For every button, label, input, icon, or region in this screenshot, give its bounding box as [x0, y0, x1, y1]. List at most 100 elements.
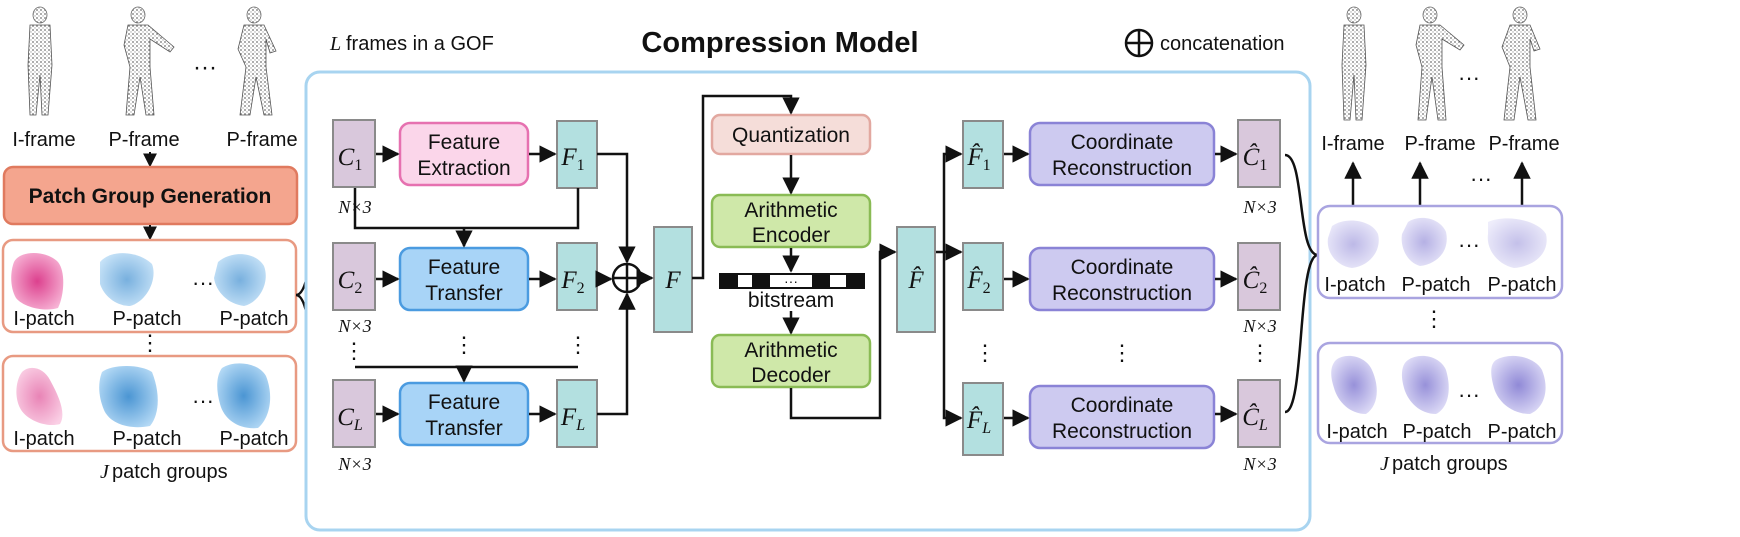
coord-recon-label-line2: Reconstruction — [1052, 282, 1192, 305]
patch-label: P-patch — [1488, 274, 1557, 296]
feature-transfer-box-L — [398, 381, 530, 447]
gof-label-var: L — [329, 33, 341, 55]
split-feature-label: F̂1 — [966, 143, 990, 174]
concat-operator-icon — [611, 262, 643, 294]
patch-label: I-patch — [1326, 421, 1387, 443]
feature-label: F2 — [560, 267, 584, 297]
bitstream-bar-icon — [719, 273, 865, 289]
patch-label: P-patch — [1488, 421, 1557, 443]
human-figure-icon — [1341, 6, 1367, 121]
output-coords-label: Ĉ1 — [1243, 143, 1268, 174]
patch-group-generation-label: Patch Group Generation — [29, 185, 272, 208]
feature-transfer-label-line1: Feature — [428, 256, 500, 279]
right-human-figures — [1341, 6, 1541, 121]
feature-box-1 — [556, 120, 598, 189]
arithmetic-decoder-label-line2: Decoder — [751, 364, 830, 387]
split-feature-box-L — [962, 382, 1004, 456]
concat-legend-icon — [1124, 28, 1154, 58]
feature-extraction-label-line2: Extraction — [417, 157, 510, 180]
shape-label: N×3 — [1242, 454, 1276, 474]
patch-group-generation-box — [2, 165, 299, 226]
feature-box-L — [556, 379, 598, 448]
left-caption: patch groups — [112, 461, 228, 483]
left-groups-vdots: ⋮ — [139, 330, 161, 355]
coord-recon-label-line1: Coordinate — [1071, 394, 1174, 417]
point-cloud-patch-icon — [16, 367, 63, 426]
right-frame-label: I-frame — [1321, 133, 1384, 155]
arithmetic-encoder-box — [710, 193, 872, 249]
input-coords-box-2 — [332, 242, 376, 311]
rows-vdots: ⋮ — [343, 338, 365, 363]
right-frame-label: P-frame — [1404, 133, 1475, 155]
left-group1-patches — [11, 253, 266, 310]
right-up-arrows — [1344, 161, 1531, 205]
right-groups-vdots: ⋮ — [1423, 306, 1445, 331]
split-feature-box-1 — [962, 120, 1004, 189]
input-coords-label: C1 — [338, 144, 363, 174]
feature-transfer-box-2 — [398, 246, 530, 312]
point-cloud-patch-icon — [11, 253, 64, 310]
arithmetic-decoder-box — [710, 333, 872, 389]
output-coords-box-L — [1237, 379, 1281, 448]
feature-extraction-box — [398, 121, 530, 187]
point-cloud-patch-icon — [1327, 220, 1379, 268]
left-frame-label: P-frame — [226, 129, 297, 151]
input-coords-box-1 — [332, 119, 376, 188]
quantization-label: Quantization — [732, 124, 850, 147]
quantization-box — [710, 113, 872, 156]
concat-feature-box — [653, 226, 693, 333]
right-group2-patches — [1331, 355, 1546, 414]
point-cloud-patch-icon — [1401, 217, 1447, 266]
right-frame-label: P-frame — [1488, 133, 1559, 155]
coordinate-reconstruction-box-2 — [1028, 246, 1216, 312]
left-group1-ellipsis: ··· — [192, 270, 214, 295]
shape-label: N×3 — [1242, 316, 1276, 336]
patch-label: I-patch — [1324, 274, 1385, 296]
point-cloud-patch-icon — [100, 253, 154, 306]
feature-transfer-label-line2: Transfer — [425, 282, 502, 305]
coord-recon-label-line2: Reconstruction — [1052, 420, 1192, 443]
gof-label-text: frames in a GOF — [346, 33, 494, 55]
left-frame-label: I-frame — [12, 129, 75, 151]
right-brace — [1284, 153, 1319, 414]
bitstream-dots: ··· — [784, 273, 798, 289]
bitstream-label: bitstream — [748, 289, 834, 312]
right-frames-ellipsis: ··· — [1458, 65, 1480, 90]
decoded-feature-label: F̂ — [907, 266, 924, 294]
right-caption-var: J — [1380, 453, 1390, 475]
human-figure-icon — [237, 6, 277, 116]
feature-label: FL — [560, 404, 585, 434]
left-frame-label: P-frame — [108, 129, 179, 151]
point-cloud-patch-icon — [214, 254, 266, 306]
rows-vdots: ⋮ — [974, 340, 996, 365]
left-group2-patches — [16, 363, 271, 429]
patch-label: P-patch — [1403, 421, 1472, 443]
point-cloud-patch-icon — [1331, 355, 1377, 414]
arithmetic-encoder-label-line2: Encoder — [752, 224, 830, 247]
rows-vdots: ⋮ — [1111, 340, 1133, 365]
patch-label: I-patch — [13, 308, 74, 330]
point-cloud-patch-icon — [1491, 355, 1546, 414]
arithmetic-decoder-label-line1: Arithmetic — [744, 339, 837, 362]
rows-vdots: ⋮ — [567, 332, 589, 357]
patch-label: P-patch — [220, 308, 289, 330]
right-group1-ellipsis: ··· — [1458, 232, 1480, 257]
concat-feature-label: F — [664, 267, 681, 294]
concat-legend-label: concatenation — [1160, 33, 1285, 55]
patch-label: P-patch — [220, 428, 289, 450]
left-caption-var: J — [100, 461, 110, 483]
coord-recon-label-line1: Coordinate — [1071, 131, 1174, 154]
patch-label: P-patch — [113, 428, 182, 450]
human-figure-icon — [123, 6, 175, 116]
coordinate-reconstruction-box-L — [1028, 384, 1216, 450]
rows-vdots: ⋮ — [1249, 340, 1271, 365]
decoded-feature-box — [896, 226, 936, 333]
coordinate-reconstruction-box-1 — [1028, 121, 1216, 187]
arithmetic-encoder-label-line1: Arithmetic — [744, 199, 837, 222]
left-group2-ellipsis: ··· — [192, 388, 214, 413]
split-feature-box-2 — [962, 242, 1004, 311]
point-cloud-patch-icon — [217, 363, 271, 429]
input-coords-label: C2 — [338, 267, 363, 297]
coord-recon-label-line1: Coordinate — [1071, 256, 1174, 279]
coord-recon-label-line2: Reconstruction — [1052, 157, 1192, 180]
